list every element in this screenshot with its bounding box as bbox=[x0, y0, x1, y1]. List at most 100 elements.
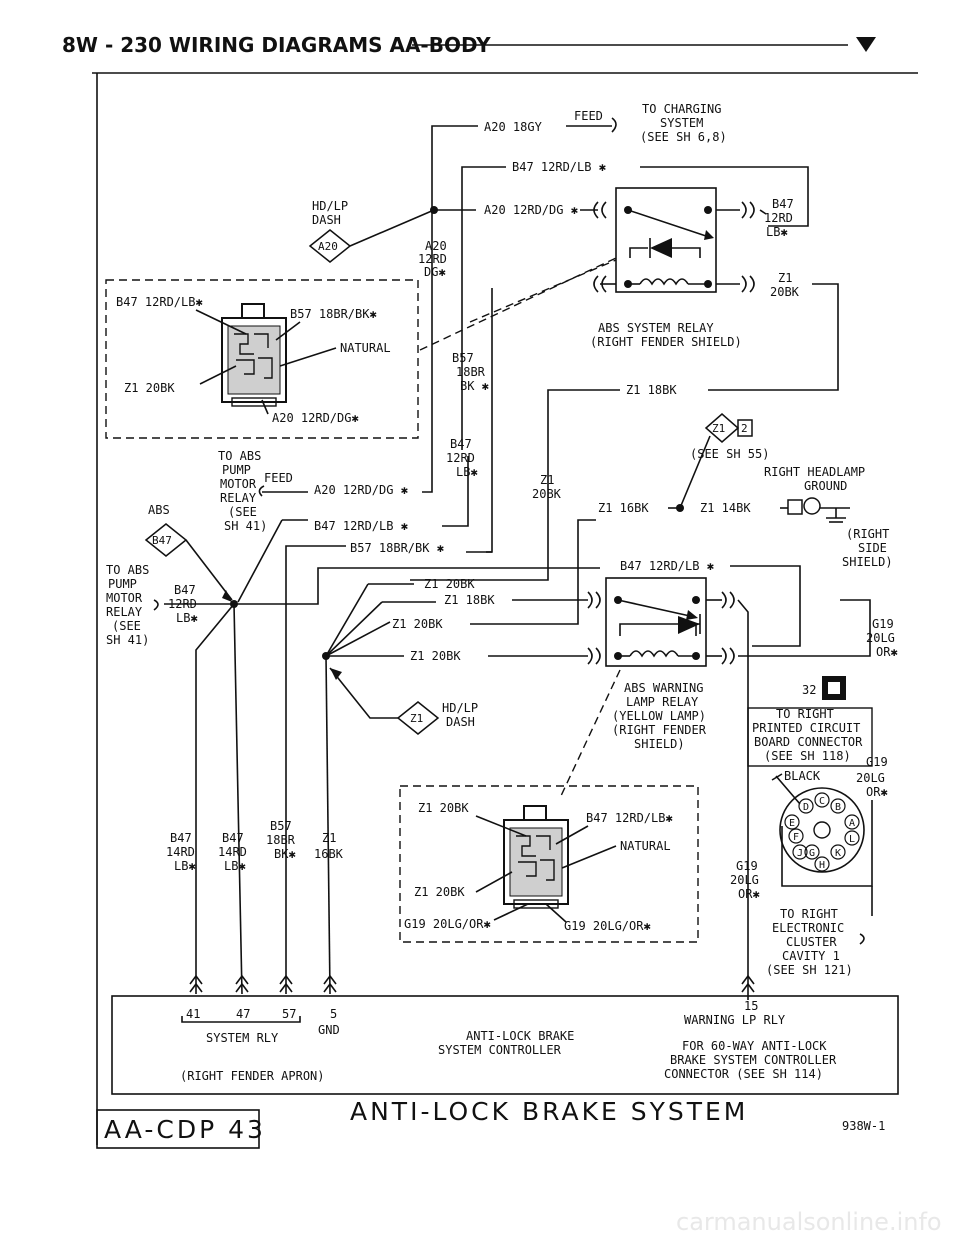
svg-text:15: 15 bbox=[744, 999, 758, 1013]
svg-text:SHIELD): SHIELD) bbox=[634, 737, 685, 751]
dash-label: DASH bbox=[312, 213, 341, 227]
svg-text:938W-1: 938W-1 bbox=[842, 1119, 885, 1133]
svg-text:TO ABS: TO ABS bbox=[106, 563, 149, 577]
svg-text:(SEE SH 118): (SEE SH 118) bbox=[764, 749, 851, 763]
connector-box-1 bbox=[105, 279, 419, 439]
svg-text:B57 18BR/BK✱: B57 18BR/BK✱ bbox=[290, 307, 377, 321]
svg-text:12RD: 12RD bbox=[446, 451, 475, 465]
svg-text:RELAY: RELAY bbox=[220, 491, 257, 505]
connector-pin bbox=[844, 814, 860, 830]
svg-text:20BK: 20BK bbox=[532, 487, 562, 501]
connector-pin bbox=[784, 814, 800, 830]
svg-text:G19 20LG/OR✱: G19 20LG/OR✱ bbox=[564, 919, 651, 933]
connector-pin-label: G bbox=[809, 848, 815, 859]
svg-text:FOR 60-WAY ANTI-LOCK: FOR 60-WAY ANTI-LOCK bbox=[682, 1039, 827, 1053]
diode-icon bbox=[650, 238, 672, 258]
svg-text:14RD: 14RD bbox=[218, 845, 247, 859]
svg-text:(SEE SH 55): (SEE SH 55) bbox=[690, 447, 769, 461]
svg-text:20LG: 20LG bbox=[866, 631, 895, 645]
svg-text:RIGHT HEADLAMP: RIGHT HEADLAMP bbox=[764, 465, 865, 479]
svg-text:SHIELD): SHIELD) bbox=[842, 555, 893, 569]
svg-text:Z1 20BK: Z1 20BK bbox=[410, 649, 461, 663]
svg-text:A20: A20 bbox=[425, 239, 447, 253]
wire-b47-top: B47 12RD/LB ✱ bbox=[512, 160, 606, 174]
svg-text:CAVITY 1: CAVITY 1 bbox=[782, 949, 840, 963]
svg-text:OR✱: OR✱ bbox=[876, 645, 898, 659]
connector-pin-label: H bbox=[819, 860, 825, 871]
pin-arrows bbox=[189, 974, 755, 993]
svg-text:MOTOR: MOTOR bbox=[220, 477, 257, 491]
svg-text:B57: B57 bbox=[270, 819, 292, 833]
svg-text:5: 5 bbox=[330, 1007, 337, 1021]
svg-text:Z1 18BK: Z1 18BK bbox=[444, 593, 495, 607]
connector-pin bbox=[788, 828, 804, 844]
svg-text:BRAKE SYSTEM CONTROLLER: BRAKE SYSTEM CONTROLLER bbox=[670, 1053, 837, 1067]
connector-pin bbox=[798, 798, 814, 814]
wire-z1-18bk: Z1 18BK bbox=[626, 383, 677, 397]
svg-text:G19: G19 bbox=[866, 755, 888, 769]
connector-pin bbox=[830, 798, 846, 814]
connector-icon-2 bbox=[503, 805, 569, 909]
see-sh-68-label: (SEE SH 6,8) bbox=[640, 130, 727, 144]
svg-text:41: 41 bbox=[186, 1007, 200, 1021]
svg-text:NATURAL: NATURAL bbox=[340, 341, 391, 355]
svg-text:Z1 20BK: Z1 20BK bbox=[424, 577, 475, 591]
svg-text:BOARD CONNECTOR: BOARD CONNECTOR bbox=[754, 735, 863, 749]
svg-text:12RD: 12RD bbox=[764, 211, 793, 225]
system-label: SYSTEM bbox=[660, 116, 703, 130]
svg-text:B47: B47 bbox=[170, 831, 192, 845]
svg-text:(SEE: (SEE bbox=[112, 619, 141, 633]
svg-text:GND: GND bbox=[318, 1023, 340, 1037]
svg-text:20LG: 20LG bbox=[856, 771, 885, 785]
svg-text:OR✱: OR✱ bbox=[738, 887, 760, 901]
wire-a20-12rd: A20 12RD/DG ✱ bbox=[484, 203, 578, 217]
svg-text:A20: A20 bbox=[318, 240, 338, 253]
round-connector-icon bbox=[779, 787, 865, 873]
svg-text:B47 12RD/LB✱: B47 12RD/LB✱ bbox=[586, 811, 673, 825]
svg-text:12RD: 12RD bbox=[418, 252, 447, 266]
svg-text:PRINTED CIRCUIT: PRINTED CIRCUIT bbox=[752, 721, 860, 735]
svg-text:ANTI-LOCK BRAKE: ANTI-LOCK BRAKE bbox=[466, 1029, 574, 1043]
system-title: ANTI-LOCK BRAKE SYSTEM bbox=[350, 1097, 748, 1126]
connector-pin-label: C bbox=[819, 796, 825, 807]
connector-pin bbox=[814, 792, 830, 808]
svg-text:ELECTRONIC: ELECTRONIC bbox=[772, 921, 844, 935]
abs-controller bbox=[111, 995, 899, 1095]
svg-text:20BK: 20BK bbox=[770, 285, 800, 299]
svg-text:B47: B47 bbox=[222, 831, 244, 845]
svg-text:LB✱: LB✱ bbox=[224, 859, 246, 873]
svg-text:G19: G19 bbox=[736, 859, 758, 873]
svg-text:Z1 16BK: Z1 16BK bbox=[598, 501, 649, 515]
feed-label: FEED bbox=[574, 109, 603, 123]
connector-pin-label: A bbox=[849, 818, 855, 829]
svg-text:A20 12RD/DG✱: A20 12RD/DG✱ bbox=[272, 411, 359, 425]
svg-text:PUMP: PUMP bbox=[222, 463, 251, 477]
svg-text:(RIGHT FENDER APRON): (RIGHT FENDER APRON) bbox=[180, 1069, 325, 1083]
svg-text:18BR: 18BR bbox=[456, 365, 486, 379]
svg-text:Z1: Z1 bbox=[322, 831, 336, 845]
svg-text:A20 12RD/DG ✱: A20 12RD/DG ✱ bbox=[314, 483, 408, 497]
svg-text:DASH: DASH bbox=[446, 715, 475, 729]
svg-text:B47: B47 bbox=[450, 437, 472, 451]
svg-text:DG✱: DG✱ bbox=[424, 265, 446, 279]
svg-text:SIDE: SIDE bbox=[858, 541, 887, 555]
ground-icon bbox=[826, 508, 846, 523]
svg-text:G19: G19 bbox=[872, 617, 894, 631]
svg-text:OR✱: OR✱ bbox=[866, 785, 888, 799]
abs-system-relay bbox=[615, 187, 717, 293]
svg-text:LB✱: LB✱ bbox=[456, 465, 478, 479]
svg-text:(RIGHT: (RIGHT bbox=[846, 527, 889, 541]
svg-text:B47 12RD/LB ✱: B47 12RD/LB ✱ bbox=[620, 559, 714, 573]
svg-text:B47: B47 bbox=[174, 583, 196, 597]
connector-box-2 bbox=[399, 785, 699, 943]
svg-text:(SEE SH 121): (SEE SH 121) bbox=[766, 963, 853, 977]
ref-z1-dash-diamond bbox=[396, 701, 440, 735]
svg-text:NATURAL: NATURAL bbox=[620, 839, 671, 853]
svg-text:B47: B47 bbox=[152, 534, 172, 547]
svg-text:LB✱: LB✱ bbox=[176, 611, 198, 625]
svg-text:TO RIGHT: TO RIGHT bbox=[780, 907, 838, 921]
abs-warning-lamp-relay bbox=[605, 577, 707, 667]
svg-text:FEED: FEED bbox=[264, 471, 293, 485]
svg-text:CONNECTOR (SEE SH 114): CONNECTOR (SEE SH 114) bbox=[664, 1067, 823, 1081]
svg-text:Z1: Z1 bbox=[410, 712, 423, 725]
